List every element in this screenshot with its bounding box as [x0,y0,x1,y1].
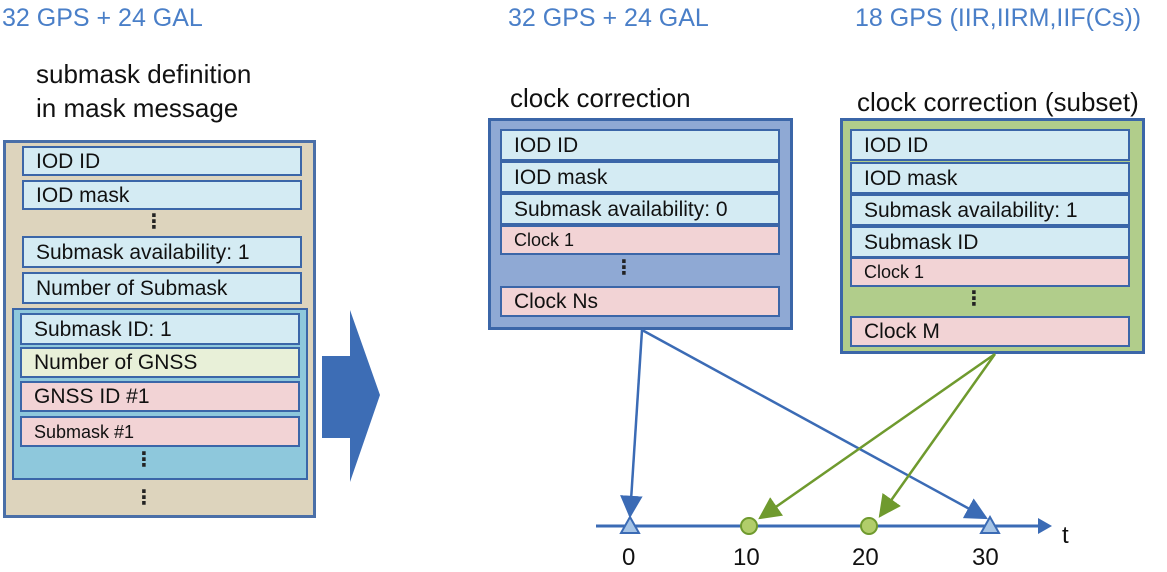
tick-label-10: 10 [733,544,760,571]
subset-arrow-to-10 [758,352,996,520]
clock-row-clock-ns: Clock Ns [500,286,780,317]
clock-arrow-to-30 [641,328,988,520]
subset-row-iod-id: IOD ID [850,129,1130,161]
mask-row-submask-availability: Submask availability: 1 [22,236,302,268]
mask-row-iod-mask: IOD mask [22,180,302,210]
caption-middle: 32 GPS + 24 GAL [508,4,709,32]
tick-label-20: 20 [852,544,879,571]
submask-row-number-of-gnss: Number of GNSS [20,347,300,378]
tick-marker-20-icon [860,517,878,535]
submask-row-gnss-id: GNSS ID #1 [20,381,300,412]
tick-label-0: 0 [622,544,636,571]
caption-right: 18 GPS (IIR,IIRM,IIF(Cs)) [855,4,1142,32]
clock-row-iod-mask: IOD mask [500,161,780,193]
mask-row-number-of-submask: Number of Submask [22,272,302,304]
submask-vertical-dots: ⋮ [134,449,154,471]
subset-row-submask-availability: Submask availability: 1 [850,194,1130,226]
clock-row-iod-id: IOD ID [500,129,780,161]
tick-marker-30-icon [979,514,1001,534]
clock-arrow-to-0 [620,329,644,519]
subset-vertical-dots: ⋮ [964,288,984,310]
mask-vertical-dots-1: ⋮ [144,211,164,233]
clock-correction-heading: clock correction [510,83,691,113]
mask-row-iod-id: IOD ID [22,146,302,176]
subset-row-clock-1: Clock 1 [850,257,1130,287]
subset-row-submask-id: Submask ID [850,226,1130,258]
tick-label-30: 30 [972,544,999,571]
tick-marker-10-icon [740,517,758,535]
caption-left: 32 GPS + 24 GAL [2,4,203,32]
subset-arrow-to-20 [878,353,997,518]
time-axis-label: t [1062,522,1069,549]
subset-row-clock-m: Clock M [850,316,1130,347]
subset-row-iod-mask: IOD mask [850,162,1130,194]
mask-heading-line1: submask definition [36,59,252,89]
clock-row-submask-availability: Submask availability: 0 [500,193,780,225]
mask-vertical-dots-2: ⋮ [134,487,154,509]
mask-heading-line2: in mask message [36,93,239,123]
tick-marker-0-icon [619,514,641,534]
time-axis-arrowhead-icon [1038,518,1052,534]
clock-subset-heading: clock correction (subset) [857,87,1139,117]
submask-row-submask: Submask #1 [20,416,300,447]
clock-vertical-dots: ⋮ [614,257,634,279]
clock-row-clock-1: Clock 1 [500,225,780,255]
transition-arrow-icon [322,310,380,482]
submask-row-id: Submask ID: 1 [20,313,300,345]
